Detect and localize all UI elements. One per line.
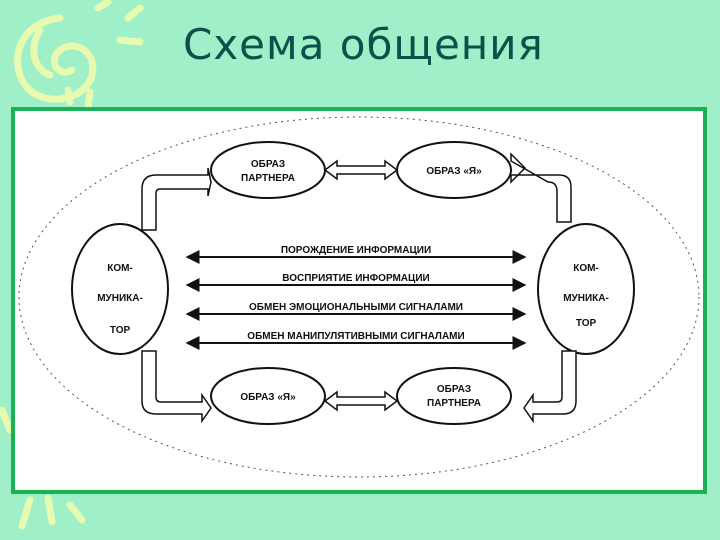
bottom-right-partner-ellipse <box>396 367 512 425</box>
connector-top-to-right <box>510 152 572 223</box>
bottom-left-ellipse-label: ОБРАЗ «Я» <box>240 392 296 403</box>
bottom-left-self-ellipse <box>210 367 326 425</box>
stroke-decoration <box>116 36 144 46</box>
bottom-right-ellipse-line1: ОБРАЗ <box>437 384 471 395</box>
stroke-decoration <box>124 4 144 22</box>
left-communicator-line1: КОМ- <box>107 263 133 274</box>
stroke-decoration <box>84 88 94 110</box>
top-double-arrow <box>323 159 399 181</box>
arrow-label-3: ОБМЕН ЭМОЦИОНАЛЬНЫМИ СИГНАЛАМИ <box>249 302 463 313</box>
top-left-partner-ellipse <box>210 141 326 199</box>
right-communicator-line1: КОМ- <box>573 263 599 274</box>
arrow-label-4: ОБМЕН МАНИПУЛЯТИВНЫМИ СИГНАЛАМИ <box>247 331 464 342</box>
bottom-right-ellipse-line2: ПАРТНЕРА <box>427 398 481 409</box>
left-communicator-line2: МУНИКА- <box>97 293 143 304</box>
top-left-ellipse-line2: ПАРТНЕРА <box>241 173 295 184</box>
stroke-decoration <box>0 406 14 434</box>
right-communicator-line3: ТОР <box>576 318 597 329</box>
arrow-label-2: ВОСПРИЯТИЕ ИНФОРМАЦИИ <box>282 273 429 284</box>
stroke-decoration <box>66 501 86 524</box>
top-right-ellipse-label: ОБРАЗ «Я» <box>426 166 482 177</box>
swirl-decoration-inner <box>30 26 54 79</box>
arrow-label-1: ПОРОЖДЕНИЕ ИНФОРМАЦИИ <box>281 245 431 256</box>
bottom-double-arrow <box>323 390 399 412</box>
diagram-frame: ОБРАЗ ПАРТНЕРА ОБРАЗ «Я» ОБРАЗ «Я» ОБРАЗ… <box>11 107 707 494</box>
connector-left-to-top <box>141 167 212 231</box>
outer-boundary-ellipse <box>18 116 700 478</box>
left-communicator-ellipse <box>71 223 169 355</box>
left-communicator-line3: ТОР <box>110 325 131 336</box>
top-left-ellipse-line1: ОБРАЗ <box>251 159 285 170</box>
connector-left-to-bottom <box>141 350 212 424</box>
connector-bottom-to-right <box>523 350 577 424</box>
stroke-decoration <box>18 496 34 530</box>
right-communicator-line2: МУНИКА- <box>563 293 609 304</box>
communication-diagram: ОБРАЗ ПАРТНЕРА ОБРАЗ «Я» ОБРАЗ «Я» ОБРАЗ… <box>18 116 700 478</box>
stroke-decoration <box>94 0 112 12</box>
right-communicator-ellipse <box>537 223 635 355</box>
swirl-decoration <box>14 14 97 103</box>
stroke-decoration <box>64 86 74 106</box>
stroke-decoration <box>44 494 56 526</box>
page-title: Схема общения <box>183 20 544 69</box>
